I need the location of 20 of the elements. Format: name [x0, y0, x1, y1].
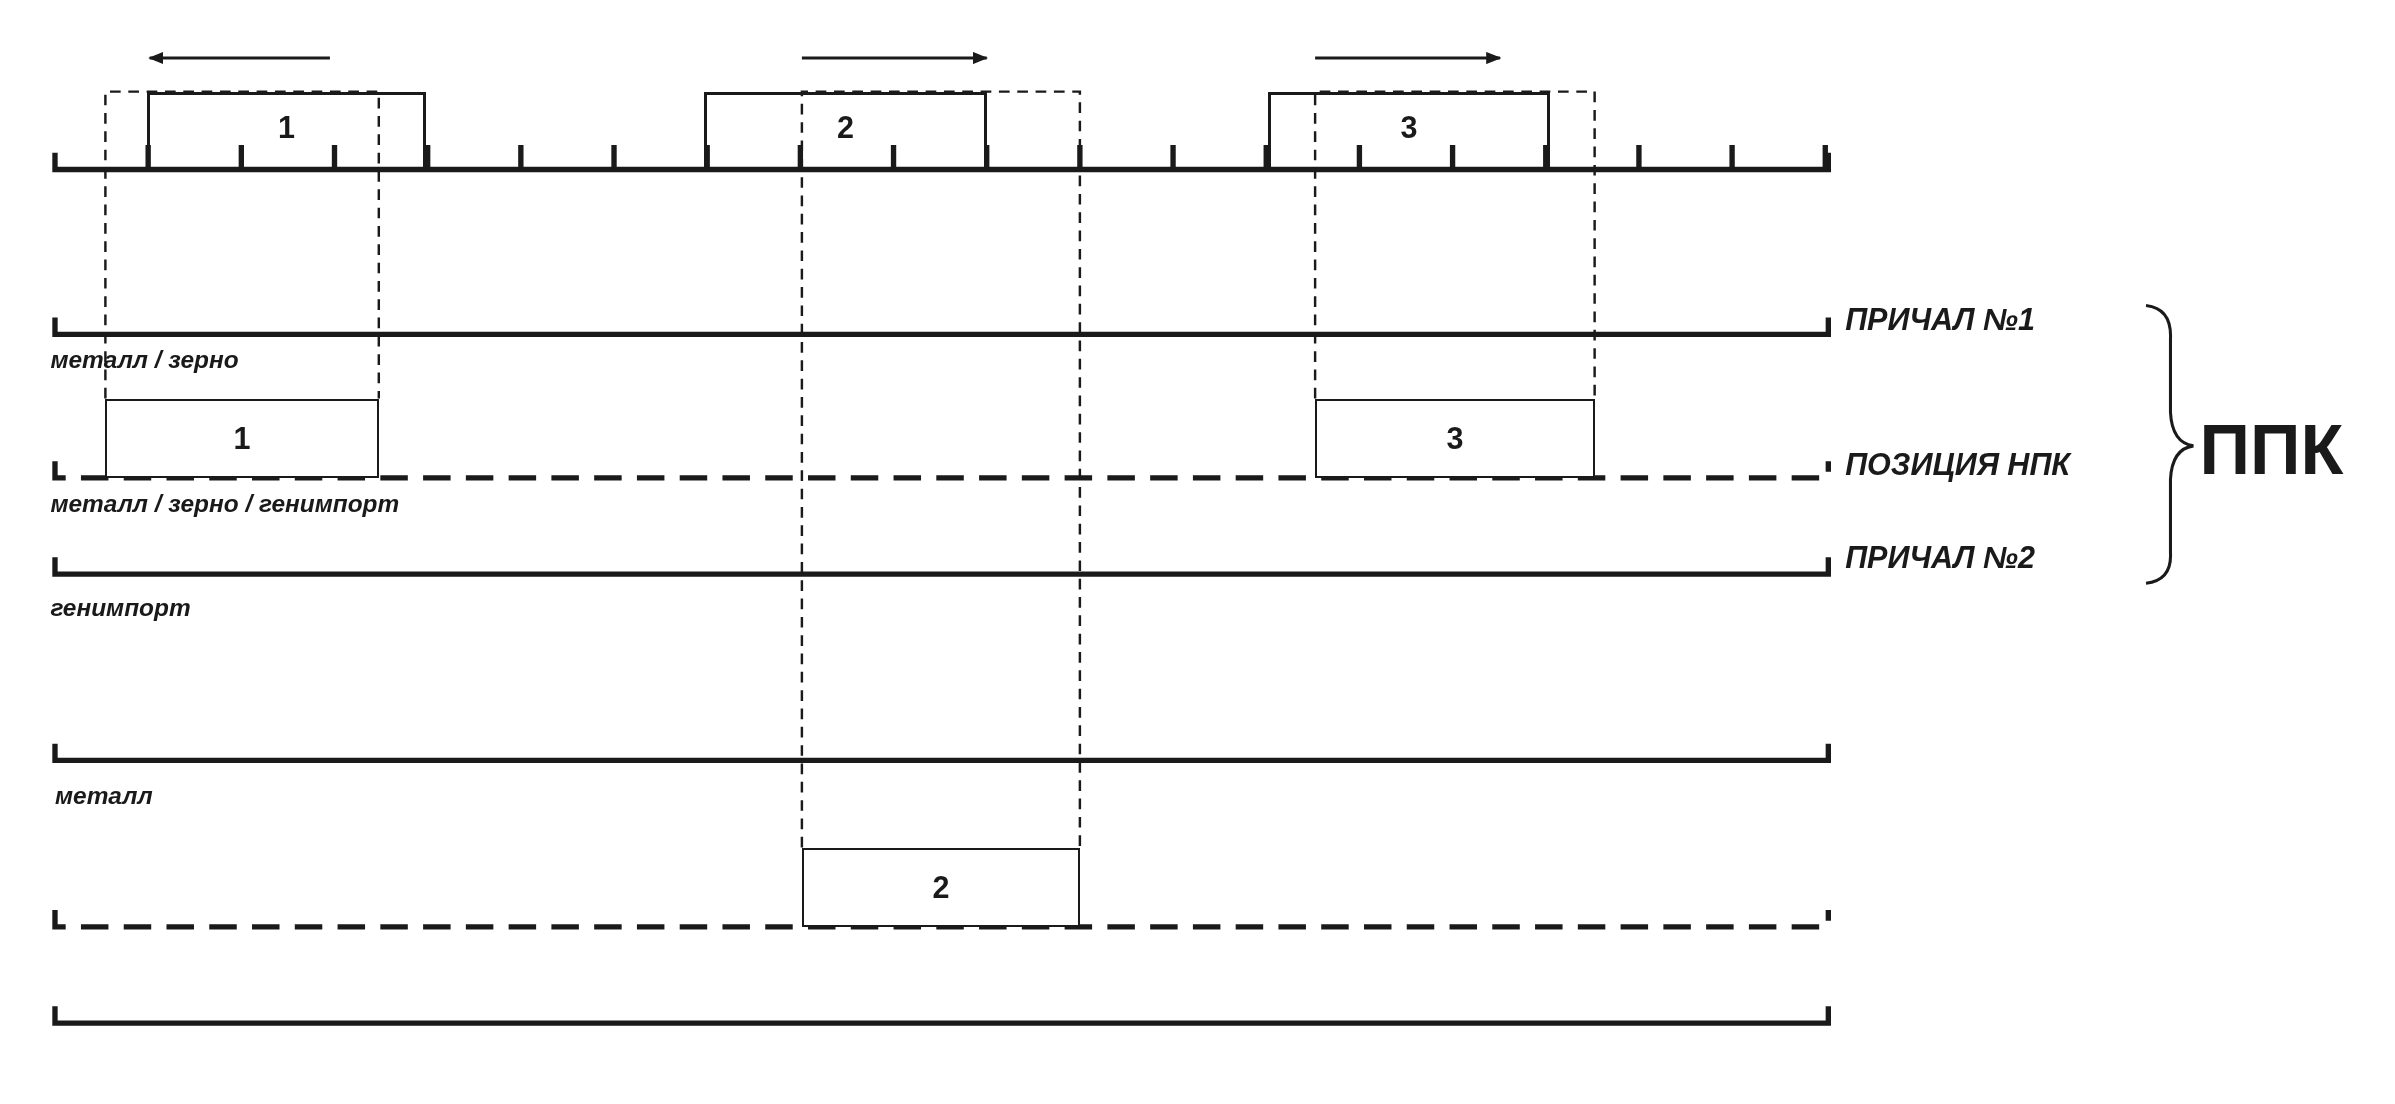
berth-label: ПРИЧАЛ №2 — [1845, 542, 2035, 573]
cargo-label: металл — [55, 783, 153, 808]
vessel-box — [801, 847, 1080, 928]
crane-bracket — [1267, 91, 1551, 170]
vessel-number: 1 — [277, 109, 295, 145]
position-label: ПОЗИЦИЯ НПК — [1845, 449, 2071, 480]
group-label: ППК — [2199, 415, 2344, 486]
vessel-number: 2 — [836, 109, 854, 145]
vessel-number: 3 — [1400, 109, 1418, 145]
vessel-number: 3 — [1446, 420, 1464, 456]
berth-label: ПРИЧАЛ №1 — [1845, 303, 2035, 335]
vessel-number: 1 — [233, 420, 251, 456]
crane-bracket — [146, 91, 427, 170]
vessel-box — [105, 398, 379, 479]
vessel-box — [1315, 398, 1595, 479]
vessel-number: 2 — [932, 869, 950, 905]
cargo-label: металл / зерно / генимпорт — [50, 491, 400, 517]
cargo-label: генимпорт — [50, 595, 191, 621]
crane-bracket — [704, 91, 987, 170]
cargo-label: металл / зерно — [50, 348, 239, 373]
